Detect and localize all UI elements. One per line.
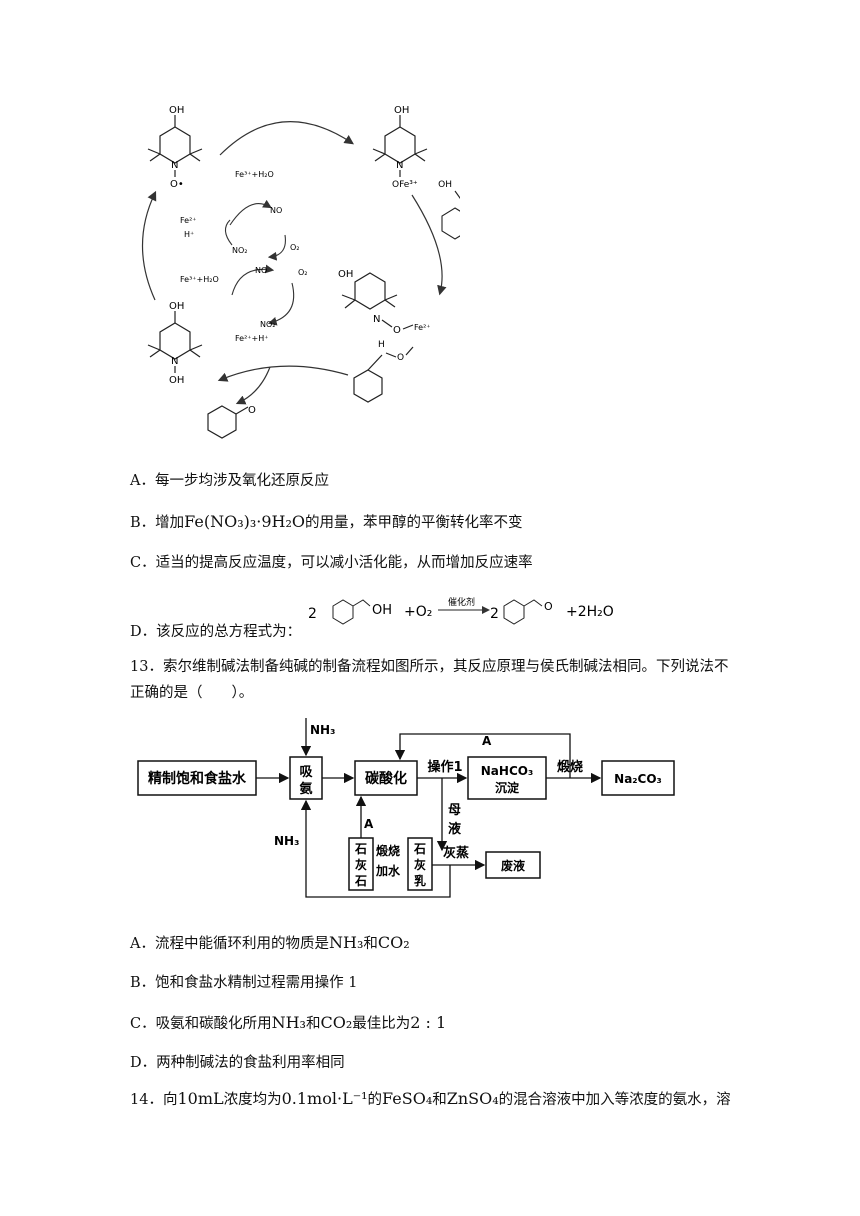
no2-label: NO₂ xyxy=(232,246,248,255)
oxygen-label: O xyxy=(397,353,404,363)
option-d: D．该反应的总方程式为： xyxy=(130,624,302,640)
option-b-prefix: B．增加 xyxy=(130,515,185,531)
svg-text:废液: 废液 xyxy=(501,858,525,873)
oxygen-label: O xyxy=(393,325,401,336)
no-label: NO xyxy=(270,206,282,215)
svg-text:吸: 吸 xyxy=(299,765,313,780)
o2-label: O₂ xyxy=(298,268,308,277)
svg-text:氨: 氨 xyxy=(298,781,312,797)
question-13-stem: 13．索尔维制碱法制备纯碱的制备流程如图所示，其反应原理与侯氏制碱法相同。下列说… xyxy=(130,659,729,701)
question-14-stem: 14．向10mL浓度均为0.1mol·L⁻¹的FeSO₄和ZnSO₄的混合溶液中… xyxy=(130,1089,731,1108)
svg-text:石: 石 xyxy=(354,874,367,888)
hydroxyl-label: OH xyxy=(438,180,452,190)
oxygen-label: O xyxy=(248,405,256,416)
oxy-radical-label: O• xyxy=(170,179,184,190)
hydroxyl-label: OH xyxy=(169,105,184,116)
svg-text:灰: 灰 xyxy=(414,857,426,872)
svg-text:碳酸化: 碳酸化 xyxy=(365,770,407,787)
h-plus-label: H⁺ xyxy=(184,230,194,239)
solvay-flow-chart: 精制饱和食盐水 吸 氨 碳酸化 操作1 NaHCO₃ 沉淀 煅烧 Na₂CO₃ … xyxy=(137,718,675,898)
svg-text:乳: 乳 xyxy=(414,873,426,888)
op1-label: 操作1 xyxy=(427,759,462,775)
tempo-radical-structure: OH N O• xyxy=(147,105,203,190)
svg-text:加水: 加水 xyxy=(375,863,401,878)
brine-box xyxy=(137,760,257,796)
q13-option-b: B．饱和食盐水精制过程需用操作 1 xyxy=(130,975,358,991)
fe2-label: Fe²⁺ xyxy=(414,323,431,332)
svg-text:2: 2 xyxy=(308,606,317,622)
nitrogen-label: N xyxy=(171,160,178,171)
svg-text:液: 液 xyxy=(448,821,461,837)
svg-text:2: 2 xyxy=(490,606,499,622)
nitrogen-label: N xyxy=(171,356,178,367)
nh3-left-label: NH₃ xyxy=(274,834,299,848)
option-c: C．适当的提高反应温度，可以减小活化能，从而增加反应速率 xyxy=(130,555,533,571)
nitrogen-label: N xyxy=(373,314,380,325)
na2co3-box xyxy=(601,760,675,796)
svg-text:母: 母 xyxy=(448,803,461,818)
arrow-bottom xyxy=(217,365,349,382)
q13-option-a: A．流程中能循环利用的物质是NH₃和CO₂ xyxy=(130,933,410,952)
svg-text:Na₂CO₃: Na₂CO₃ xyxy=(614,772,662,786)
svg-text:+2H₂O: +2H₂O xyxy=(566,604,614,620)
svg-text:石: 石 xyxy=(413,842,426,856)
hydroxyl-label: OH xyxy=(169,375,184,386)
arrow-to-product xyxy=(235,366,271,405)
o2-label: O₂ xyxy=(290,243,300,252)
svg-text:沉淀: 沉淀 xyxy=(495,780,520,795)
option-a: A．每一步均涉及氧化还原反应 xyxy=(130,473,329,489)
overall-equation: 2 OH +O₂ 催化剂 2 O +2H₂O xyxy=(308,596,614,625)
q13-option-c: C．吸氨和碳酸化所用NH₃和CO₂最佳比为2 : 1 xyxy=(130,1013,447,1032)
hydroxyl-label: OH xyxy=(338,269,353,280)
arrow-top xyxy=(219,121,354,156)
limestone-box xyxy=(348,837,374,891)
svg-text:灰: 灰 xyxy=(355,857,367,872)
benzyl-alcohol-structure: OH xyxy=(438,180,460,240)
svg-text:O: O xyxy=(544,600,553,613)
nitrogen-label: N xyxy=(396,160,403,171)
tempo-ofe-structure: OH N OFe³⁺ xyxy=(372,105,428,190)
tempo-fe-benzyl-intermediate: OH N O Fe²⁺ H O xyxy=(338,269,431,403)
no-label: NO xyxy=(255,266,267,275)
waste-box xyxy=(485,851,541,879)
no2-label: NO₂ xyxy=(260,320,276,329)
hydrogen-label: H xyxy=(378,340,385,350)
hydroxyl-label: OH xyxy=(394,105,409,116)
ofe-label: OFe³⁺ xyxy=(392,180,418,190)
svg-text:煅烧: 煅烧 xyxy=(376,843,400,858)
option-b-suffix: 的用量，苯甲醇的平衡转化率不变 xyxy=(305,515,523,531)
iron-nitrate-formula: Fe(NO₃)₃·9H₂O xyxy=(184,512,306,531)
svg-text:OH: OH xyxy=(372,603,392,618)
catalytic-cycle-diagram: OH N O• OH N OFe³⁺ OH xyxy=(142,105,460,439)
arrow-right xyxy=(411,194,447,296)
brine-label: 精制饱和食盐水 xyxy=(148,770,247,787)
benzaldehyde-structure: O xyxy=(207,405,256,439)
svg-text:NaHCO₃: NaHCO₃ xyxy=(481,764,533,778)
fe3-h2o-label: Fe³⁺+H₂O xyxy=(180,275,219,284)
q13-option-d: D．两种制碱法的食盐利用率相同 xyxy=(130,1055,345,1071)
nh3-top-label: NH₃ xyxy=(310,723,335,737)
absorb-box xyxy=(289,756,323,800)
lime-milk-box xyxy=(407,837,433,891)
fe2-h-label: Fe²⁺+H⁺ xyxy=(235,334,268,343)
ash-steam-label: 灰蒸 xyxy=(443,845,469,861)
tempo-h-structure: OH N OH xyxy=(147,301,203,386)
fe3-h2o-label: Fe³⁺+H₂O xyxy=(235,170,274,179)
a-top-label: A xyxy=(482,734,492,748)
fe2-label: Fe²⁺ xyxy=(180,216,197,225)
svg-text:石: 石 xyxy=(354,842,367,856)
hydroxyl-label: OH xyxy=(169,301,184,312)
svg-text:+O₂: +O₂ xyxy=(404,604,432,620)
arrow-left xyxy=(142,190,157,301)
svg-text:催化剂: 催化剂 xyxy=(448,596,475,608)
a-left-label: A xyxy=(364,817,374,831)
option-b: B．增加Fe(NO₃)₃·9H₂O的用量，苯甲醇的平衡转化率不变 xyxy=(130,511,523,534)
